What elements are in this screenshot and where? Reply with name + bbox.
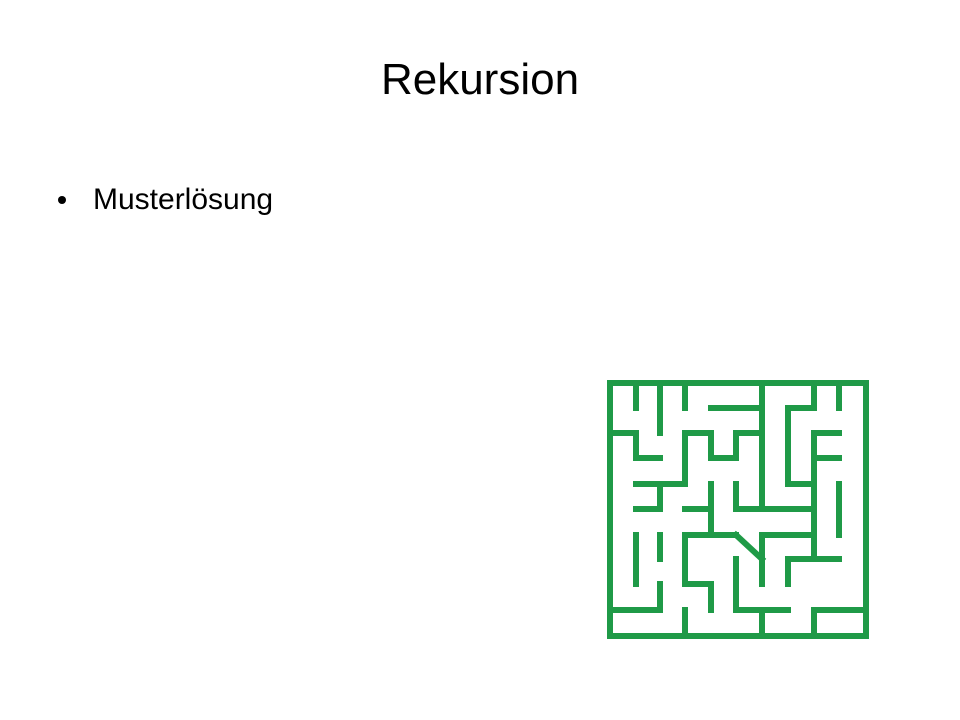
slide-title: Rekursion <box>380 55 580 104</box>
bullet-list: Musterlösung <box>58 176 273 224</box>
bullet-text: Musterlösung <box>93 183 274 216</box>
maze-image <box>605 378 871 641</box>
maze-icon <box>607 380 869 639</box>
maze-walls <box>607 380 869 639</box>
bullet-item: Musterlösung <box>58 176 273 224</box>
bullet-icon <box>58 196 66 204</box>
